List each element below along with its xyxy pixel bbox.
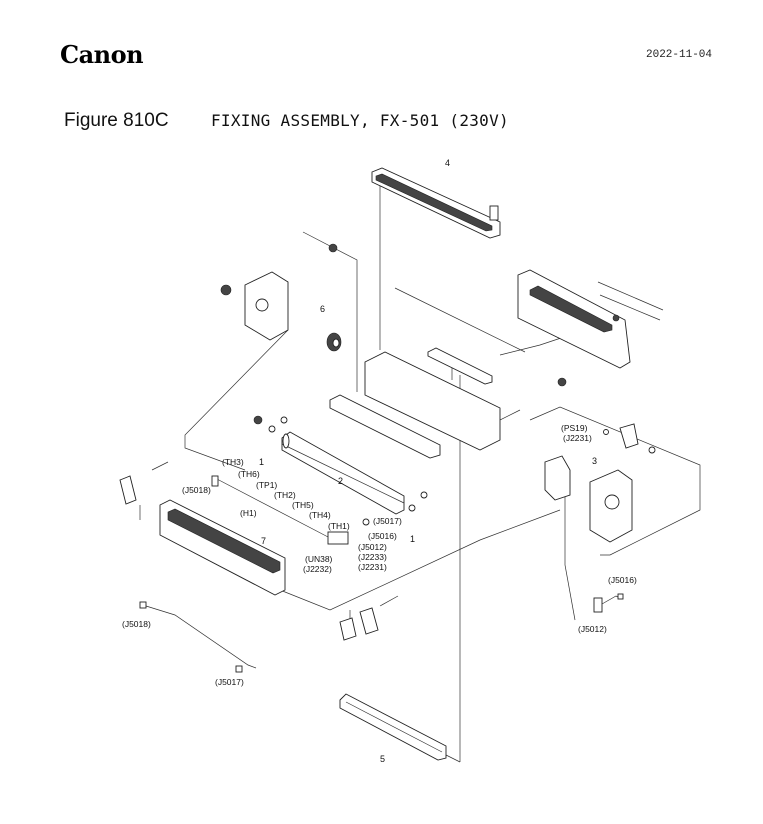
callout-7: 7 (261, 536, 266, 546)
part-4-upper-guide (371, 167, 501, 239)
label-j2233: (J2233) (358, 552, 387, 562)
drive-unit (544, 455, 633, 543)
harness-cable (139, 601, 257, 673)
callout-2: 2 (338, 476, 343, 486)
part-5-lower-guide (339, 693, 447, 761)
part-6-gear (326, 332, 342, 352)
part-7-fixing-film-unit (159, 475, 370, 596)
callout-6: 6 (320, 304, 325, 314)
connector-j5016 (593, 593, 624, 613)
callout-numbers: 4 6 1 2 1 3 7 5 (259, 158, 597, 764)
label-th2: (TH2) (274, 490, 296, 500)
label-j5012-top: (J5012) (358, 542, 387, 552)
left-side-frame (220, 243, 338, 341)
label-ps19: (PS19) (561, 423, 588, 433)
label-th5: (TH5) (292, 500, 314, 510)
callout-1-right: 1 (410, 534, 415, 544)
callout-3: 3 (592, 456, 597, 466)
figure-title: FIXING ASSEMBLY, FX-501 (230V) (211, 111, 509, 130)
right-side-frame (517, 269, 631, 387)
label-j5016-bottom: (J5016) (608, 575, 637, 585)
assembly-outline-lines (139, 175, 701, 763)
label-h1: (H1) (240, 508, 257, 518)
label-j5017-top: (J5017) (373, 516, 402, 526)
callout-1-left: 1 (259, 457, 264, 467)
label-th3: (TH3) (222, 457, 244, 467)
figure-number: Figure 810C (64, 110, 169, 131)
callout-5: 5 (380, 754, 385, 764)
label-th1: (TH1) (328, 521, 350, 531)
label-j5018-top: (J5018) (182, 485, 211, 495)
label-j5018-bottom: (J5018) (122, 619, 151, 629)
label-th4: (TH4) (309, 510, 331, 520)
label-j5012-bottom: (J5012) (578, 624, 607, 634)
part-2-roller (253, 415, 428, 515)
pressure-springs (119, 461, 399, 641)
label-j2231-right: (J2231) (563, 433, 592, 443)
label-un38: (UN38) (305, 554, 333, 564)
document-date: 2022-11-04 (646, 49, 713, 61)
center-frame (329, 287, 526, 459)
canon-logo: Canon (60, 40, 144, 69)
reference-labels: (TH3) (TH6) (TP1) (TH2) (TH5) (TH4) (TH1… (122, 423, 637, 687)
part-3-sensor (603, 423, 656, 454)
label-th6: (TH6) (238, 469, 260, 479)
callout-4: 4 (445, 158, 450, 168)
label-j2231-center: (J2231) (358, 562, 387, 572)
label-j5016-top: (J5016) (368, 531, 397, 541)
label-j2232: (J2232) (303, 564, 332, 574)
label-tp1: (TP1) (256, 480, 277, 490)
label-j5017-bottom: (J5017) (215, 677, 244, 687)
